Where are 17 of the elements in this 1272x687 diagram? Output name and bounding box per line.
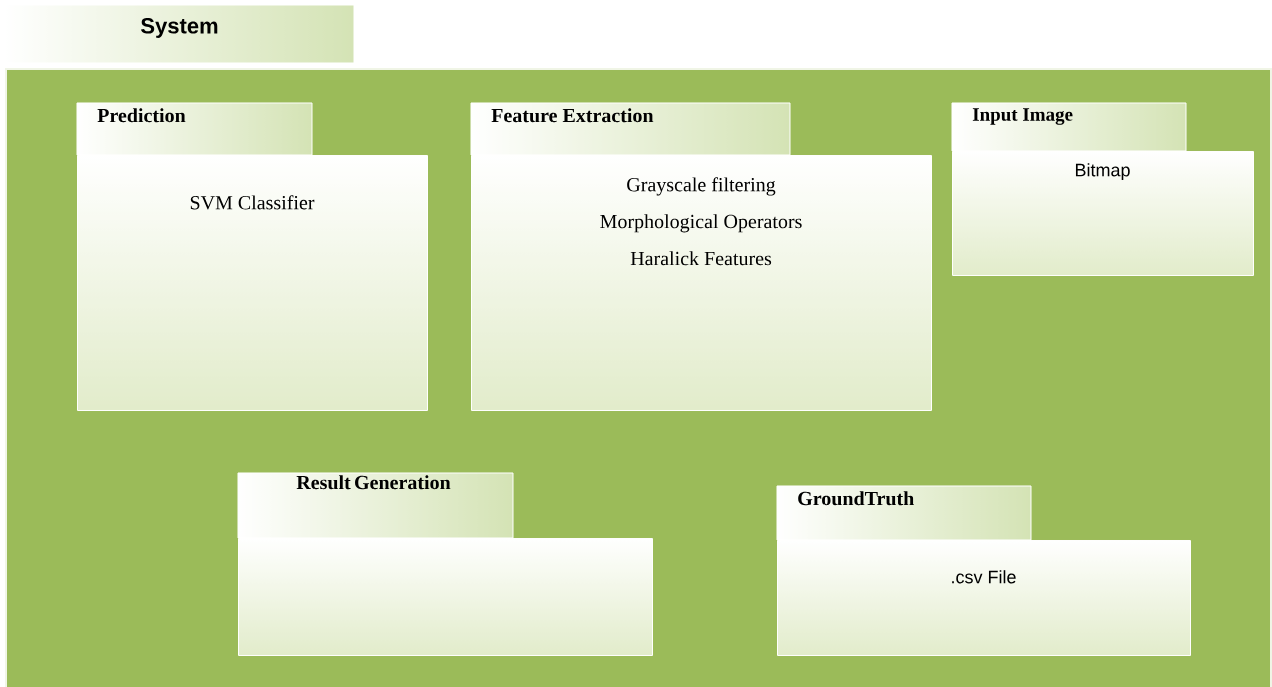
package-text: SVM Classifier: [190, 195, 315, 210]
package-box: [237, 472, 653, 656]
package-text: .csv File: [952, 570, 1016, 584]
package-box: [951, 102, 1254, 276]
package-title: Input Image: [972, 108, 1073, 125]
package-title: Prediction: [97, 108, 186, 123]
package-text: Haralick Features: [630, 251, 772, 266]
package-title: Feature Extraction: [491, 108, 654, 123]
package-text: Morphological Operators: [600, 214, 802, 233]
package-box: [76, 102, 428, 411]
package-text: Bitmap: [1075, 163, 1130, 180]
package-title: GroundTruth: [798, 491, 914, 506]
package-title: System: [141, 18, 218, 38]
package-title: Result Generation: [296, 475, 451, 490]
package-box: [470, 102, 932, 411]
package-box: [776, 485, 1191, 656]
package-text: Grayscale filtering: [627, 177, 776, 196]
